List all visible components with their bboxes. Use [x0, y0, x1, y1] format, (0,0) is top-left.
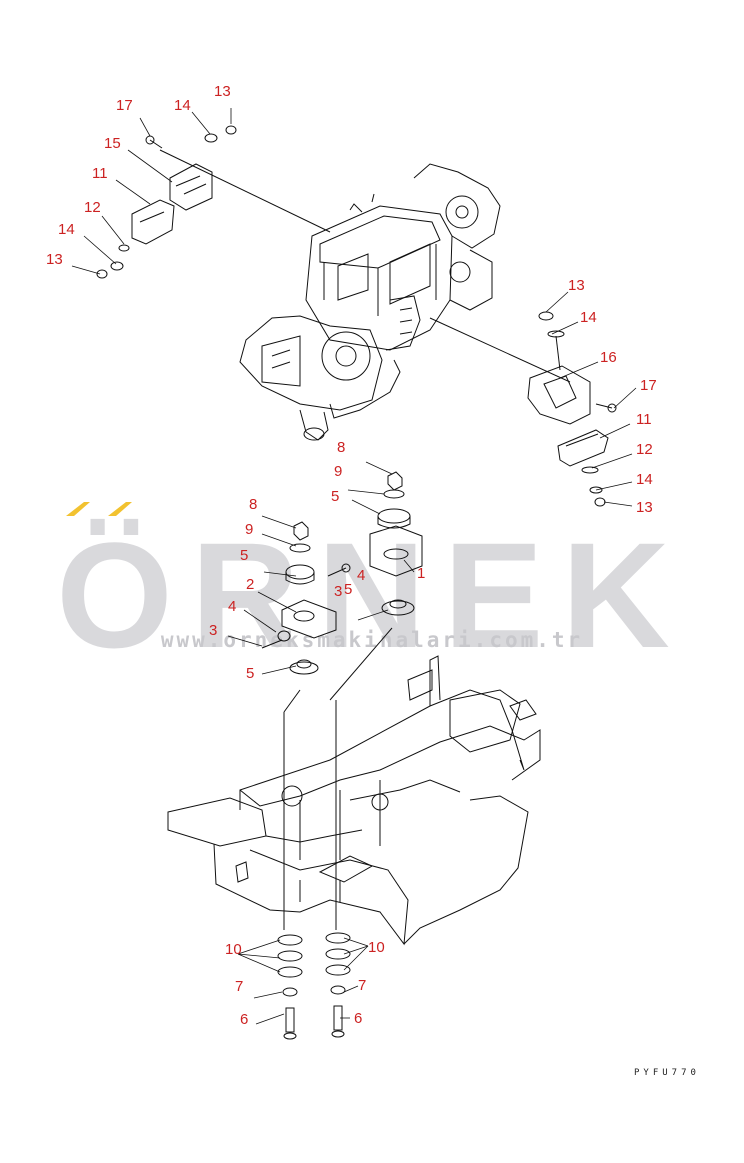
callout-13: 13 — [214, 83, 231, 100]
callout-4: 4 — [228, 598, 237, 615]
callout-17: 17 — [116, 97, 133, 114]
callout-6: 6 — [240, 1011, 249, 1028]
callout-2: 2 — [246, 576, 255, 593]
callout-6: 6 — [354, 1010, 363, 1027]
bottom-fastener-stack-left — [277, 934, 303, 1040]
callout-4: 4 — [357, 567, 366, 584]
callout-7: 7 — [358, 977, 367, 994]
callout-13: 13 — [46, 251, 63, 268]
watermark-url: www.orneksmakinalari.com.tr — [160, 628, 584, 652]
callout-11: 11 — [92, 165, 108, 182]
callout-5: 5 — [240, 547, 249, 564]
drawing-code: PYFU770 — [634, 1068, 700, 1078]
frame-chassis — [167, 655, 541, 946]
left-mount-stack — [261, 521, 337, 675]
callout-3: 3 — [209, 622, 218, 639]
right-mount-stack — [327, 471, 423, 616]
callout-13: 13 — [636, 499, 653, 516]
callout-8: 8 — [337, 439, 346, 456]
callout-16: 16 — [600, 349, 617, 366]
callout-9: 9 — [245, 521, 254, 538]
callout-14: 14 — [174, 97, 191, 114]
left-engine-bracket — [96, 125, 237, 279]
leader-lines — [71, 108, 637, 1025]
callout-7: 7 — [235, 978, 244, 995]
callout-5: 5 — [246, 665, 255, 682]
callout-13: 13 — [568, 277, 585, 294]
callout-12: 12 — [636, 441, 653, 458]
callout-14: 14 — [58, 221, 75, 238]
callout-14: 14 — [580, 309, 597, 326]
callout-9: 9 — [334, 463, 343, 480]
callout-12: 12 — [84, 199, 101, 216]
watermark-brand: ÖRNEK — [56, 511, 688, 679]
callout-15: 15 — [104, 135, 121, 152]
right-engine-bracket — [527, 311, 617, 507]
callout-3: 3 — [334, 583, 343, 600]
callout-8: 8 — [249, 496, 258, 513]
callout-11: 11 — [636, 411, 652, 428]
callout-14: 14 — [636, 471, 653, 488]
bottom-fastener-stack-right — [325, 932, 351, 1038]
engine-assembly — [239, 163, 501, 441]
callout-10: 10 — [225, 941, 242, 958]
callout-10: 10 — [368, 939, 385, 956]
callout-5: 5 — [344, 581, 353, 598]
callout-5: 5 — [331, 488, 340, 505]
callout-17: 17 — [640, 377, 657, 394]
callout-1: 1 — [417, 565, 426, 582]
